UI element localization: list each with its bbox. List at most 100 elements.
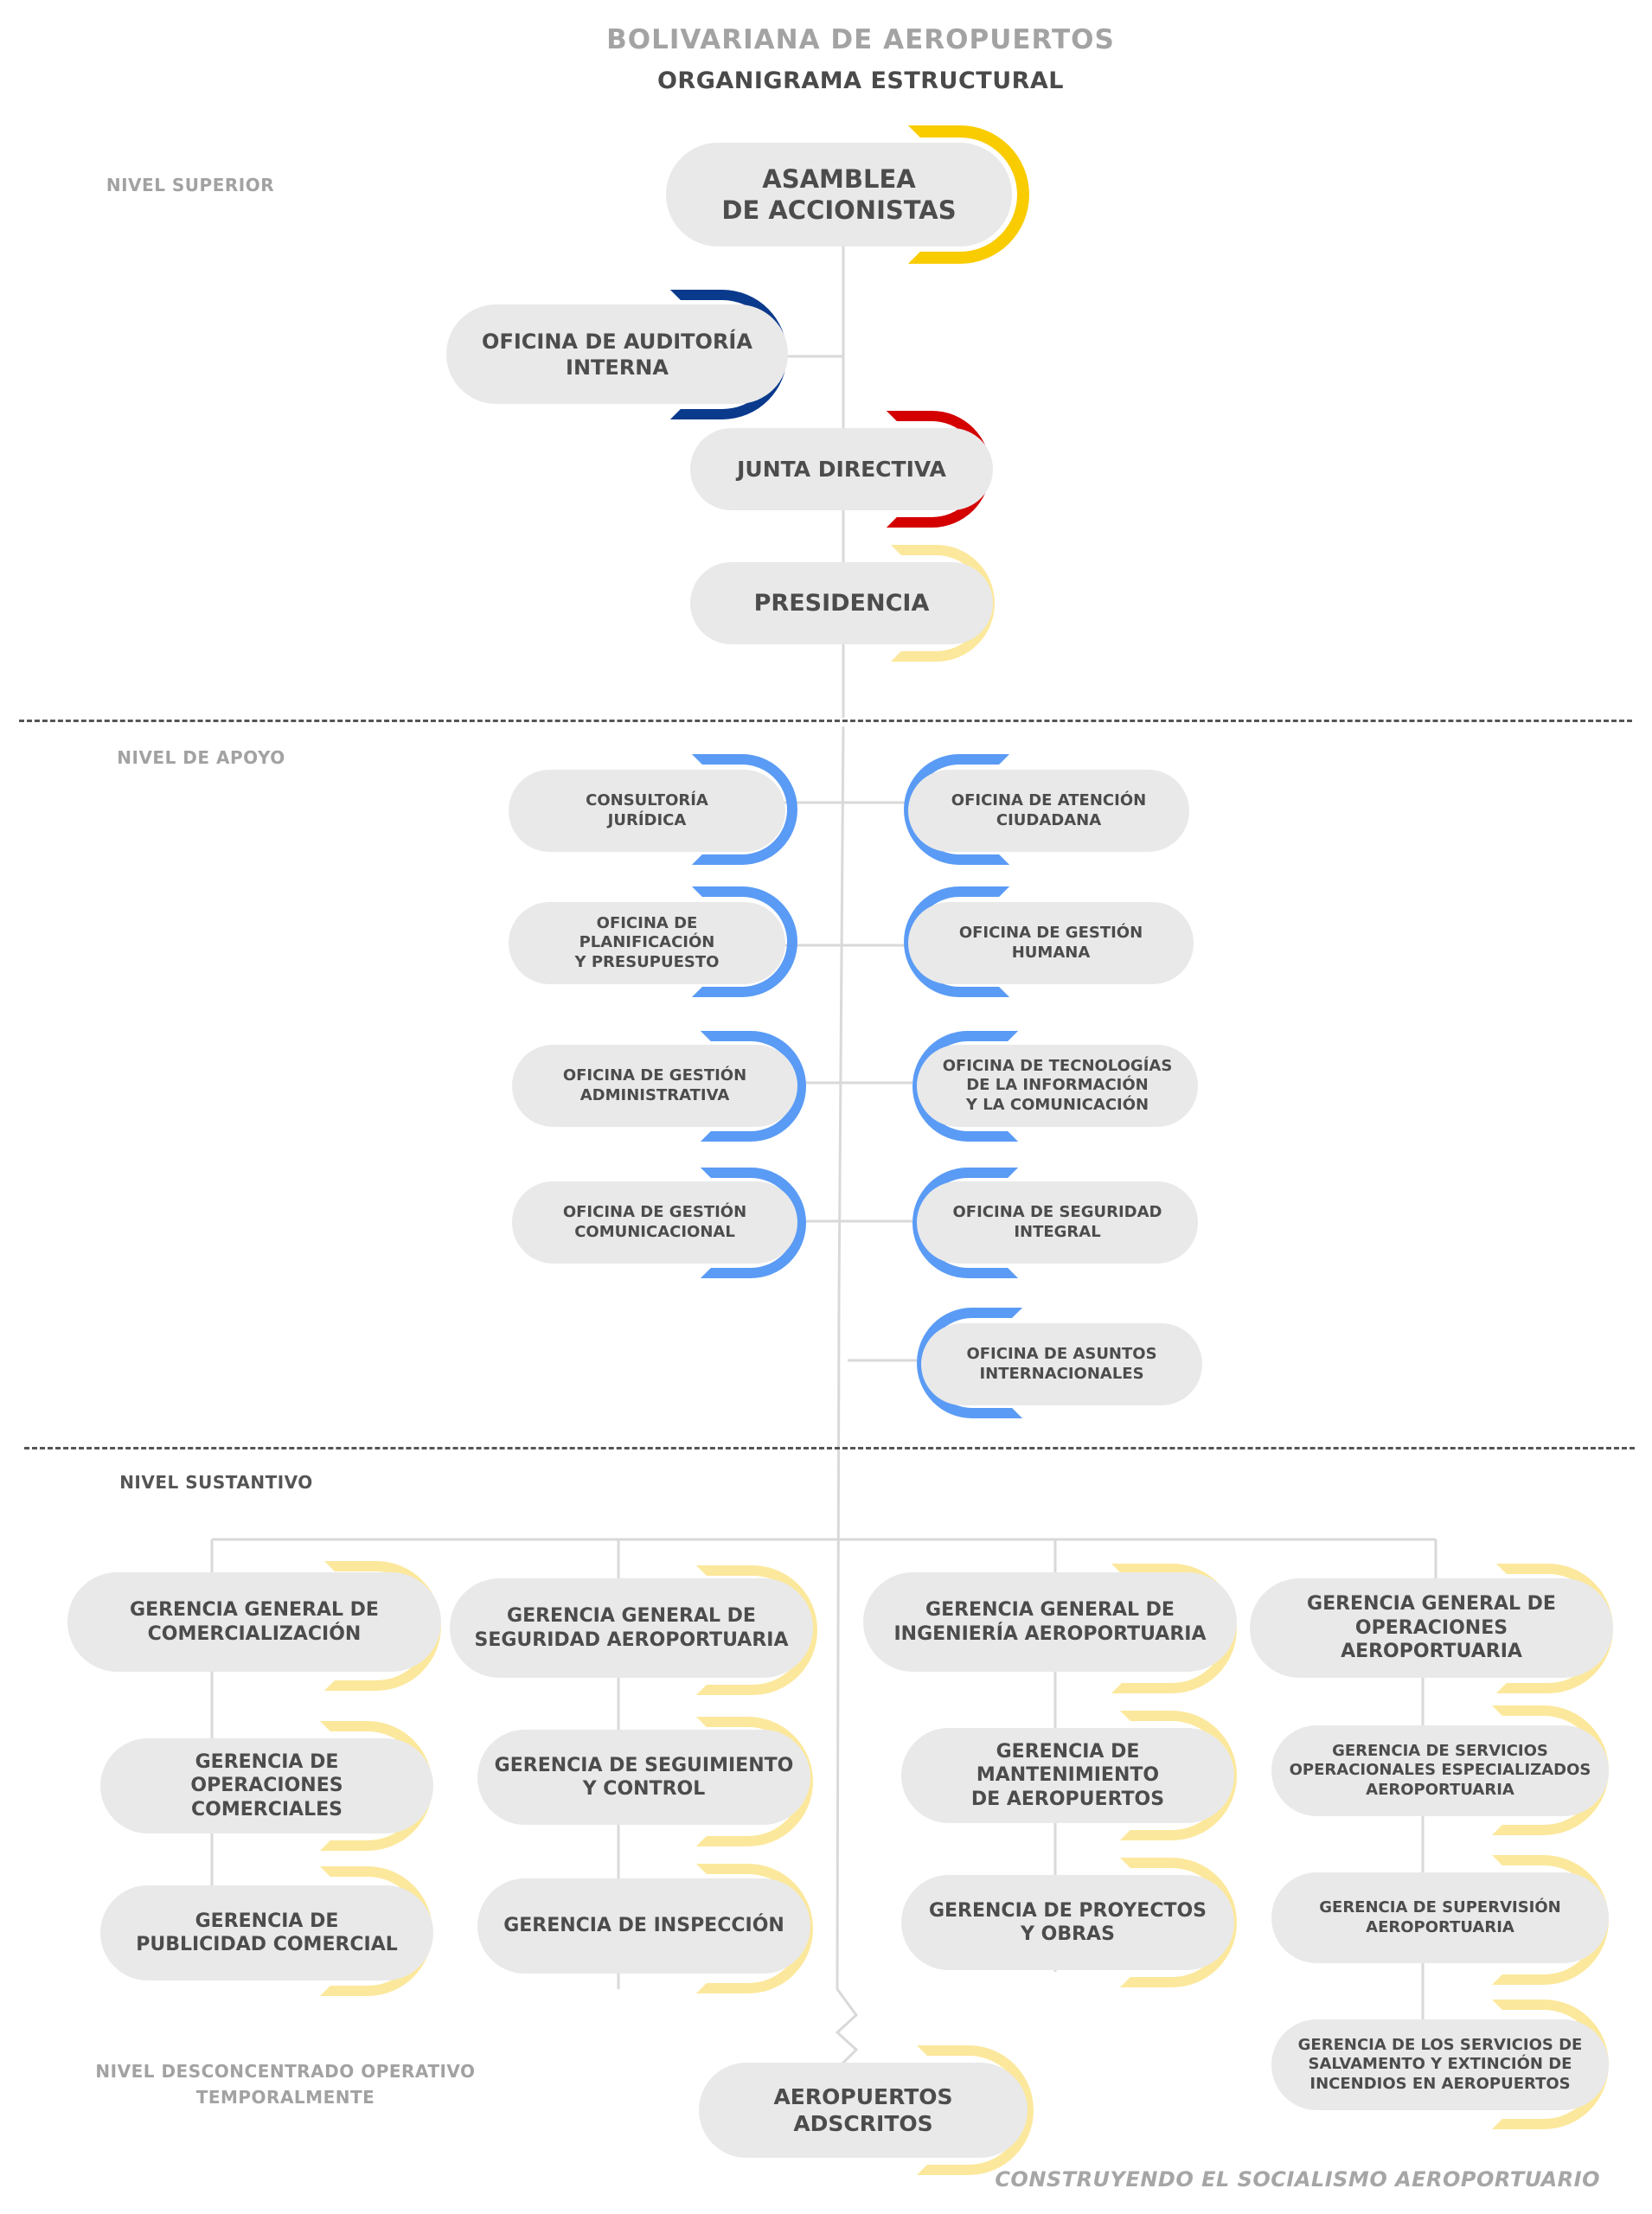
node-label: GERENCIA DE INSPECCIÓN (503, 1914, 784, 1938)
node-label-line: PUBLICIDAD COMERCIAL (136, 1934, 398, 1955)
node-label-line: AEROPORTUARIA (1366, 1917, 1514, 1936)
node-label-line: INTERNACIONALES (979, 1364, 1144, 1383)
node-label-line: GERENCIA GENERAL DE (507, 1605, 756, 1627)
node-label-line: SEGURIDAD AEROPORTUARIA (474, 1629, 789, 1651)
node-label-line: JUNTA DIRECTIVA (737, 456, 946, 482)
node-label-line: GERENCIA DE OPERACIONES (190, 1750, 343, 1797)
node-presidencia: PRESIDENCIA (690, 562, 993, 644)
node-label: PRESIDENCIA (754, 589, 930, 618)
node-label-line: INTERNA (566, 355, 669, 380)
node-label-line: HUMANA (1011, 943, 1091, 962)
node-label-line: GERENCIA DE INSPECCIÓN (503, 1915, 784, 1937)
level-sustantivo-label: NIVEL SUSTANTIVO (119, 1472, 313, 1493)
node-label-line: OFICINA DE GESTIÓN (562, 1203, 747, 1221)
node-label-line: OFICINA DE SEGURIDAD (952, 1203, 1162, 1221)
node-label: JUNTA DIRECTIVA (737, 456, 946, 483)
node-label-line: PLANIFICACIÓN (579, 933, 715, 952)
node-label-line: OFICINA DE (596, 913, 698, 932)
node-aeropuertos: AEROPUERTOS ADSCRITOS (699, 2063, 1028, 2158)
node-label-line: COMERCIALES (191, 1798, 343, 1820)
node-label-line: INGENIERÍA AEROPORTUARIA (893, 1622, 1207, 1645)
node-label-line: OPERACIONES AEROPORTUARIA (1341, 1616, 1522, 1663)
node-label-line: OFICINA DE GESTIÓN (958, 924, 1143, 942)
node-label-line: CIUDADANA (996, 810, 1102, 829)
node-junta: JUNTA DIRECTIVA (690, 428, 993, 510)
node-label-line: OPERACIONALES ESPECIALIZADOS (1289, 1761, 1591, 1780)
node-label-line: GERENCIA DE SUPERVISIÓN (1319, 1898, 1561, 1916)
node-label-line: Y PRESUPUESTO (574, 952, 720, 971)
node-label-line: AEROPORTUARIA (1366, 1780, 1514, 1799)
level-desconcentrado-label: NIVEL DESCONCENTRADO OPERATIVO TEMPORALM… (86, 2058, 484, 2110)
divider-apoyo-sustantivo (24, 1447, 1635, 1449)
node-label-line: Y LA COMUNICACIÓN (965, 1095, 1149, 1114)
node-label-line: COMERCIALIZACIÓN (147, 1622, 362, 1645)
node-label-line: COMUNICACIONAL (574, 1222, 735, 1241)
node-label-line: OFICINA DE TECNOLOGÍAS (942, 1056, 1173, 1075)
node-label-line: CONSULTORÍA (586, 791, 708, 809)
node-label-line: GERENCIA DE (195, 1910, 339, 1932)
level-desconcentrado-line1: NIVEL DESCONCENTRADO OPERATIVO (95, 2061, 476, 2082)
node-label-line: OFICINA DE ASUNTOS (966, 1345, 1157, 1363)
node-label-line: GERENCIA DE PROYECTOS (928, 1899, 1207, 1922)
footer-motto: CONSTRUYENDO EL SOCIALISMO AEROPORTUARIO (995, 2167, 1600, 2192)
node-label-line: GERENCIA GENERAL DE (925, 1599, 1175, 1621)
node-label-line: DE ACCIONISTAS (721, 195, 957, 225)
node-label-line: DE AEROPUERTOS (970, 1788, 1165, 1810)
level-desconcentrado-line2: TEMPORALMENTE (195, 2087, 375, 2108)
node-label-line: AEROPUERTOS ADSCRITOS (773, 2083, 953, 2136)
node-label-line: INCENDIOS EN AEROPUERTOS (1309, 2074, 1571, 2093)
node-label-line: OFICINA DE AUDITORÍA (482, 329, 752, 354)
node-label-line: GERENCIA GENERAL DE (1307, 1593, 1556, 1616)
level-superior-label: NIVEL SUPERIOR (106, 175, 275, 195)
node-label-line: SALVAMENTO Y EXTINCIÓN DE (1308, 2055, 1572, 2074)
node-label-line: Y OBRAS (1021, 1923, 1115, 1945)
divider-superior-apoyo (19, 720, 1632, 722)
node-label-line: INTEGRAL (1014, 1222, 1101, 1241)
node-label-line: GERENCIA DE SERVICIOS (1332, 1741, 1548, 1760)
node-label: AEROPUERTOS ADSCRITOS (714, 2083, 1012, 2138)
node-label-line: GERENCIA DE LOS SERVICIOS DE (1297, 2035, 1583, 2054)
node-label-line: Y CONTROL (582, 1778, 706, 1800)
node-label-line: GERENCIA DE SEGUIMIENTO (494, 1754, 794, 1776)
node-label-line: DE LA INFORMACIÓN (966, 1076, 1149, 1095)
